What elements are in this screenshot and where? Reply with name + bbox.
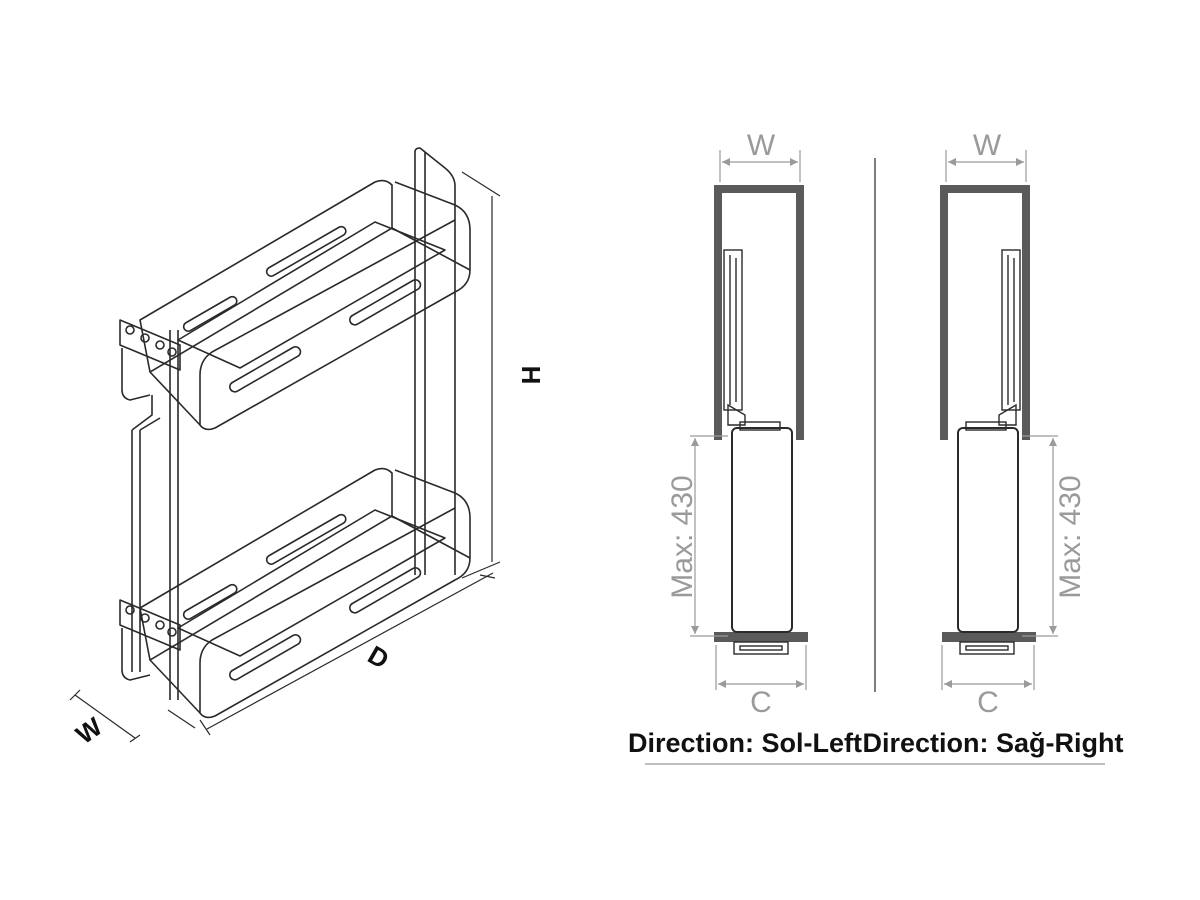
lower-tray xyxy=(139,467,471,719)
lower-bracket xyxy=(119,599,181,681)
right-caption: Direction: Sağ-Right xyxy=(863,728,1124,758)
left-front-view: W Max: 430 xyxy=(628,129,862,758)
left-max-label: Max: 430 xyxy=(666,475,699,598)
left-base xyxy=(733,641,789,655)
right-max-label: Max: 430 xyxy=(1054,475,1087,598)
right-cabinet xyxy=(940,185,1036,642)
left-caption: Direction: Sol-Left xyxy=(628,728,862,758)
iso-dimensions xyxy=(69,171,501,743)
front-rail xyxy=(169,330,179,700)
iso-height-label: H xyxy=(516,366,546,385)
right-width-label: W xyxy=(973,129,1002,162)
right-runner xyxy=(998,249,1021,426)
rear-hanger xyxy=(131,395,161,672)
left-cabinet xyxy=(714,185,808,642)
left-door-panel xyxy=(731,427,793,633)
upper-bracket xyxy=(119,319,181,401)
left-c-label: C xyxy=(750,686,772,719)
iso-width-label: W xyxy=(70,711,108,750)
left-runner xyxy=(723,249,746,426)
upper-tray xyxy=(139,179,471,431)
left-width-label: W xyxy=(747,129,776,162)
right-base xyxy=(959,641,1015,655)
rear-rail xyxy=(414,147,456,575)
right-door-panel xyxy=(957,427,1019,633)
right-front-view: W Max: 430 xyxy=(863,129,1124,758)
right-c-label: C xyxy=(977,686,999,719)
iso-depth-label: D xyxy=(363,640,394,675)
isometric-basket xyxy=(119,147,471,719)
